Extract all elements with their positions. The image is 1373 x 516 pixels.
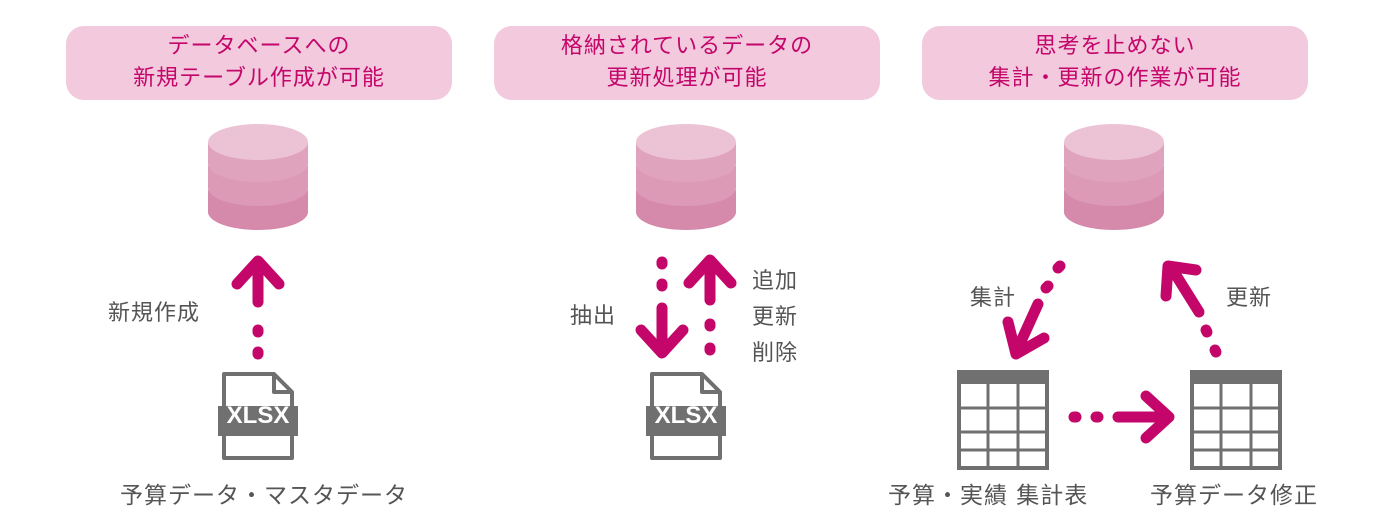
update-right-label: 更新 bbox=[1226, 286, 1273, 311]
panel-title-line: 格納されているデータの bbox=[560, 34, 814, 59]
svg-text:XLSX: XLSX bbox=[655, 402, 718, 429]
xlsx-file-icon: XLSX bbox=[216, 372, 300, 460]
spreadsheet-icon bbox=[1190, 370, 1282, 470]
fix-arrow-icon bbox=[1068, 390, 1175, 444]
create-label: 新規作成 bbox=[108, 301, 201, 326]
create-arrow-icon bbox=[231, 255, 285, 360]
panel-title-line: 新規テーブル作成が可能 bbox=[133, 66, 385, 91]
budget-fix-caption: 予算データ修正 bbox=[1150, 483, 1318, 509]
update-arrow-icon bbox=[1160, 260, 1222, 358]
svg-text:XLSX: XLSX bbox=[227, 402, 290, 429]
xlsx-file-icon: XLSX bbox=[644, 372, 728, 460]
panel-title-create: データベースへの 新規テーブル作成が可能 bbox=[66, 26, 452, 100]
database-icon bbox=[1064, 124, 1164, 230]
master-data-caption: 予算データ・マスタデータ bbox=[120, 483, 408, 509]
database-icon bbox=[208, 124, 308, 230]
database-icon bbox=[636, 124, 736, 230]
aggregate-arrow-icon bbox=[1002, 260, 1066, 360]
panel-title-update: 格納されているデータの 更新処理が可能 bbox=[494, 26, 880, 100]
panel-title-aggregate: 思考を止めない 集計・更新の作業が可能 bbox=[922, 26, 1308, 100]
panel-title-line: 集計・更新の作業が可能 bbox=[988, 66, 1242, 91]
panel-title-line: 思考を止めない bbox=[1034, 34, 1196, 59]
spreadsheet-icon bbox=[957, 370, 1049, 470]
summary-table-caption: 予算・実績 集計表 bbox=[888, 483, 1089, 509]
extract-label: 抽出 bbox=[570, 304, 617, 329]
update-label: 更新 bbox=[752, 305, 799, 330]
panel-title-line: データベースへの bbox=[167, 34, 351, 59]
panel-title-line: 更新処理が可能 bbox=[606, 66, 768, 91]
write-back-arrow-icon bbox=[683, 254, 737, 356]
add-label: 追加 bbox=[752, 269, 799, 294]
aggregate-label: 集計 bbox=[970, 286, 1017, 311]
delete-label: 削除 bbox=[752, 341, 799, 366]
extract-arrow-icon bbox=[635, 256, 689, 359]
